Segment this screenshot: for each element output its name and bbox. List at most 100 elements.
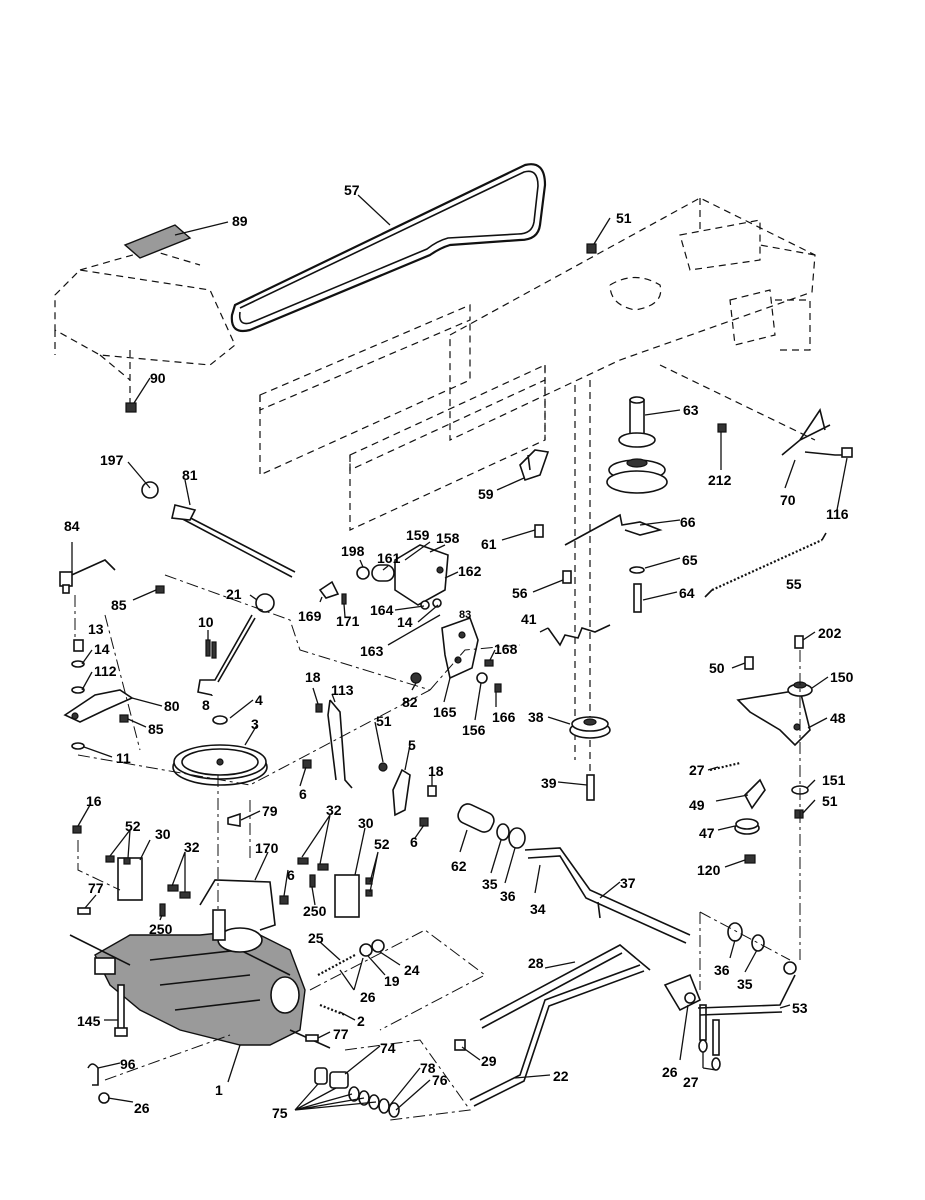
shift-lever (197, 614, 253, 696)
knob (255, 593, 275, 613)
part-27-label: 27 (689, 762, 705, 778)
part-65-label: 65 (682, 552, 698, 568)
part-10-label: 10 (198, 614, 214, 630)
part-38-label: 38 (528, 709, 544, 725)
part-35-label: 35 (482, 876, 498, 892)
part-63-label: 63 (683, 402, 699, 418)
part-202-label: 202 (818, 625, 842, 641)
axle-plate-left (117, 857, 143, 901)
part-165-label: 165 (433, 704, 457, 720)
spindle-pulley-assembly (606, 396, 668, 494)
pivot-bracket (441, 616, 479, 680)
part-30-label: 30 (155, 826, 171, 842)
part-62-label: 62 (451, 858, 467, 874)
part-24-label: 24 (404, 962, 420, 978)
part-18b-label: 18 (428, 763, 444, 779)
brake-spring-bracket (781, 408, 845, 456)
drive-belt (230, 163, 547, 333)
part-26-label: 26 (360, 989, 376, 1005)
part-169-label: 169 (298, 608, 322, 624)
part-32-label: 32 (326, 802, 342, 818)
part-47-label: 47 (699, 825, 715, 841)
part-113-label: 113 (331, 682, 354, 698)
part-57-label: 57 (344, 182, 360, 198)
part-52b-label: 52 (374, 836, 390, 852)
decal-plate (123, 224, 192, 259)
part-150-label: 150 (830, 669, 854, 685)
part-84-label: 84 (64, 518, 80, 534)
part-32b-label: 32 (184, 839, 200, 855)
clutch-shaft (141, 481, 296, 578)
part-70-label: 70 (780, 492, 796, 508)
part-89-label: 89 (232, 213, 248, 229)
part-197-label: 197 (100, 452, 124, 468)
pedal-shaft (524, 847, 691, 944)
axle-plate-right (334, 874, 360, 918)
part-250b-label: 250 (303, 903, 327, 919)
part-30b-label: 30 (358, 815, 374, 831)
part-11-label: 11 (116, 750, 131, 766)
part-158-label: 158 (436, 530, 460, 546)
part-6c-label: 6 (287, 867, 295, 883)
part-2-label: 2 (357, 1013, 365, 1029)
extension-spring (704, 532, 827, 598)
part-164-label: 164 (370, 602, 394, 618)
part-166-label: 166 (492, 709, 516, 725)
part-76-label: 76 (432, 1072, 448, 1088)
control-rod (199, 879, 276, 931)
part-29-label: 29 (481, 1053, 497, 1069)
part-90-label: 90 (150, 370, 166, 386)
part-39-label: 39 (541, 775, 557, 791)
part-8-label: 8 (202, 697, 210, 713)
deck-lift-bracket (356, 544, 449, 606)
pedal-grip (457, 803, 495, 833)
part-161-label: 161 (377, 550, 401, 566)
spring (317, 954, 356, 976)
part-162-label: 162 (458, 563, 482, 579)
part-212-label: 212 (708, 472, 732, 488)
part-151-label: 151 (822, 772, 846, 788)
part-112-label: 112 (94, 663, 117, 679)
assembly-guide-lines (74, 574, 801, 1121)
part-48-label: 48 (830, 710, 846, 726)
part-49-label: 49 (689, 797, 705, 813)
part-171-label: 171 (336, 613, 360, 629)
brake-rod (697, 974, 796, 1016)
part-5-label: 5 (408, 737, 416, 753)
part-96-label: 96 (120, 1056, 136, 1072)
frame-outline (54, 197, 816, 800)
part-77-label: 77 (88, 880, 104, 896)
part-198-label: 198 (341, 543, 365, 559)
part-22-label: 22 (553, 1068, 569, 1084)
clip (519, 449, 550, 482)
part-168-label: 168 (494, 641, 518, 657)
part-81-label: 81 (182, 467, 198, 483)
part-16-label: 16 (86, 793, 102, 809)
part-77b-label: 77 (333, 1026, 349, 1042)
bracket (327, 699, 353, 789)
part-156-label: 156 (462, 722, 486, 738)
part-79-label: 79 (262, 803, 278, 819)
part-74-label: 74 (380, 1040, 396, 1056)
part-170-label: 170 (255, 840, 279, 856)
part-19-label: 19 (384, 973, 400, 989)
part-55-label: 55 (786, 576, 802, 592)
part-4-label: 4 (255, 692, 263, 708)
part-13-label: 13 (88, 621, 104, 637)
part-120-label: 120 (697, 862, 721, 878)
part-18-label: 18 (305, 669, 321, 685)
part-28-label: 28 (528, 955, 544, 971)
part-163-label: 163 (360, 643, 384, 659)
part-56-label: 56 (512, 585, 528, 601)
part-51c-label: 51 (822, 793, 838, 809)
part-50-label: 50 (709, 660, 725, 676)
part-35b-label: 35 (737, 976, 753, 992)
part-14-label: 14 (397, 614, 413, 630)
part-6-label: 6 (299, 786, 307, 802)
part-85b-label: 85 (148, 721, 164, 737)
part-6b-label: 6 (410, 834, 418, 850)
part-53-label: 53 (792, 1000, 808, 1016)
part-75-label: 75 (272, 1105, 288, 1121)
